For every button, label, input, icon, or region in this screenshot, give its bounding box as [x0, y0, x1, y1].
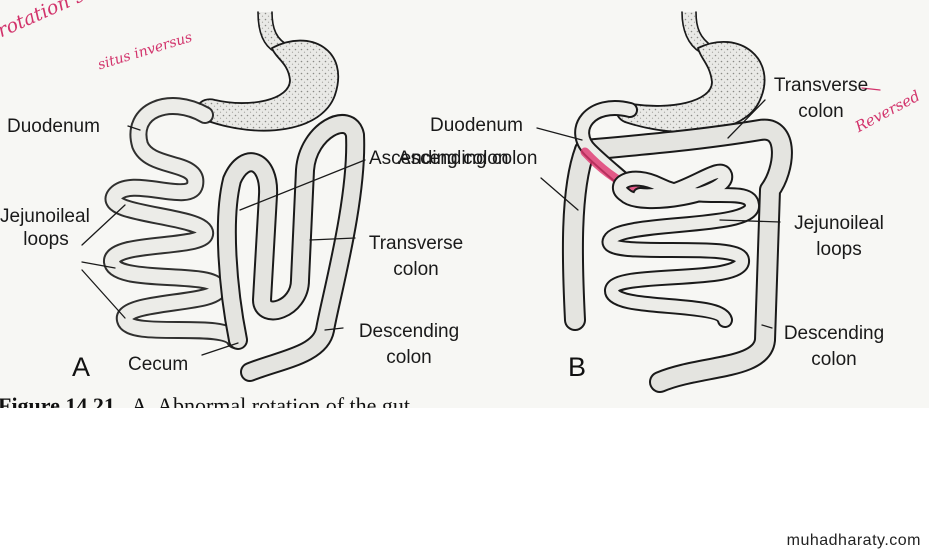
- label-a-descending: Descending: [358, 321, 460, 342]
- gut-illustration: [81, 11, 881, 393]
- label-b-jejunoileal: Jejunoileal: [794, 213, 884, 234]
- figure-caption: Figure 14.21 A, Abnormal rotation of the…: [0, 393, 410, 408]
- panel-b-drawing: [536, 11, 881, 393]
- label-b-transverse-colon: colon: [798, 101, 844, 122]
- label-a-duodenum: Duodenum: [7, 116, 100, 137]
- caption-text: A, Abnormal rotation of the gut: [131, 393, 411, 408]
- label-b-descending-colon: colon: [811, 349, 857, 370]
- stomach-b: [616, 41, 766, 134]
- label-b-descending: Descending: [783, 323, 885, 344]
- label-a-loops: loops: [23, 229, 69, 250]
- watermark: muhadharaty.com: [786, 532, 921, 549]
- label-b-loops: loops: [816, 239, 862, 260]
- label-a-cecum: Cecum: [128, 354, 189, 375]
- label-a-ascending-colon: Ascending colon: [369, 148, 509, 169]
- panel-b-letter: B: [568, 352, 587, 382]
- pink-highlight: [580, 147, 645, 197]
- caption-figure-number: Figure 14.21: [0, 393, 115, 408]
- label-a-transverse: Transverse: [368, 233, 464, 254]
- panel-a-drawing: [81, 11, 366, 382]
- label-b-duodenum: Duodenum: [430, 115, 523, 136]
- stomach-a: [196, 39, 340, 132]
- label-a-transverse-colon: colon: [393, 259, 439, 280]
- anatomy-figure: Duodenum Jejunoileal loops Ascending col…: [0, 0, 929, 408]
- label-a-jejunoileal: Jejunoileal: [0, 206, 90, 227]
- label-b-transverse: Transverse: [773, 75, 869, 96]
- label-a-descending-colon: colon: [386, 347, 432, 368]
- panel-a-letter: A: [72, 352, 91, 382]
- label-b-ascending-colon: Ascending colon: [398, 148, 538, 169]
